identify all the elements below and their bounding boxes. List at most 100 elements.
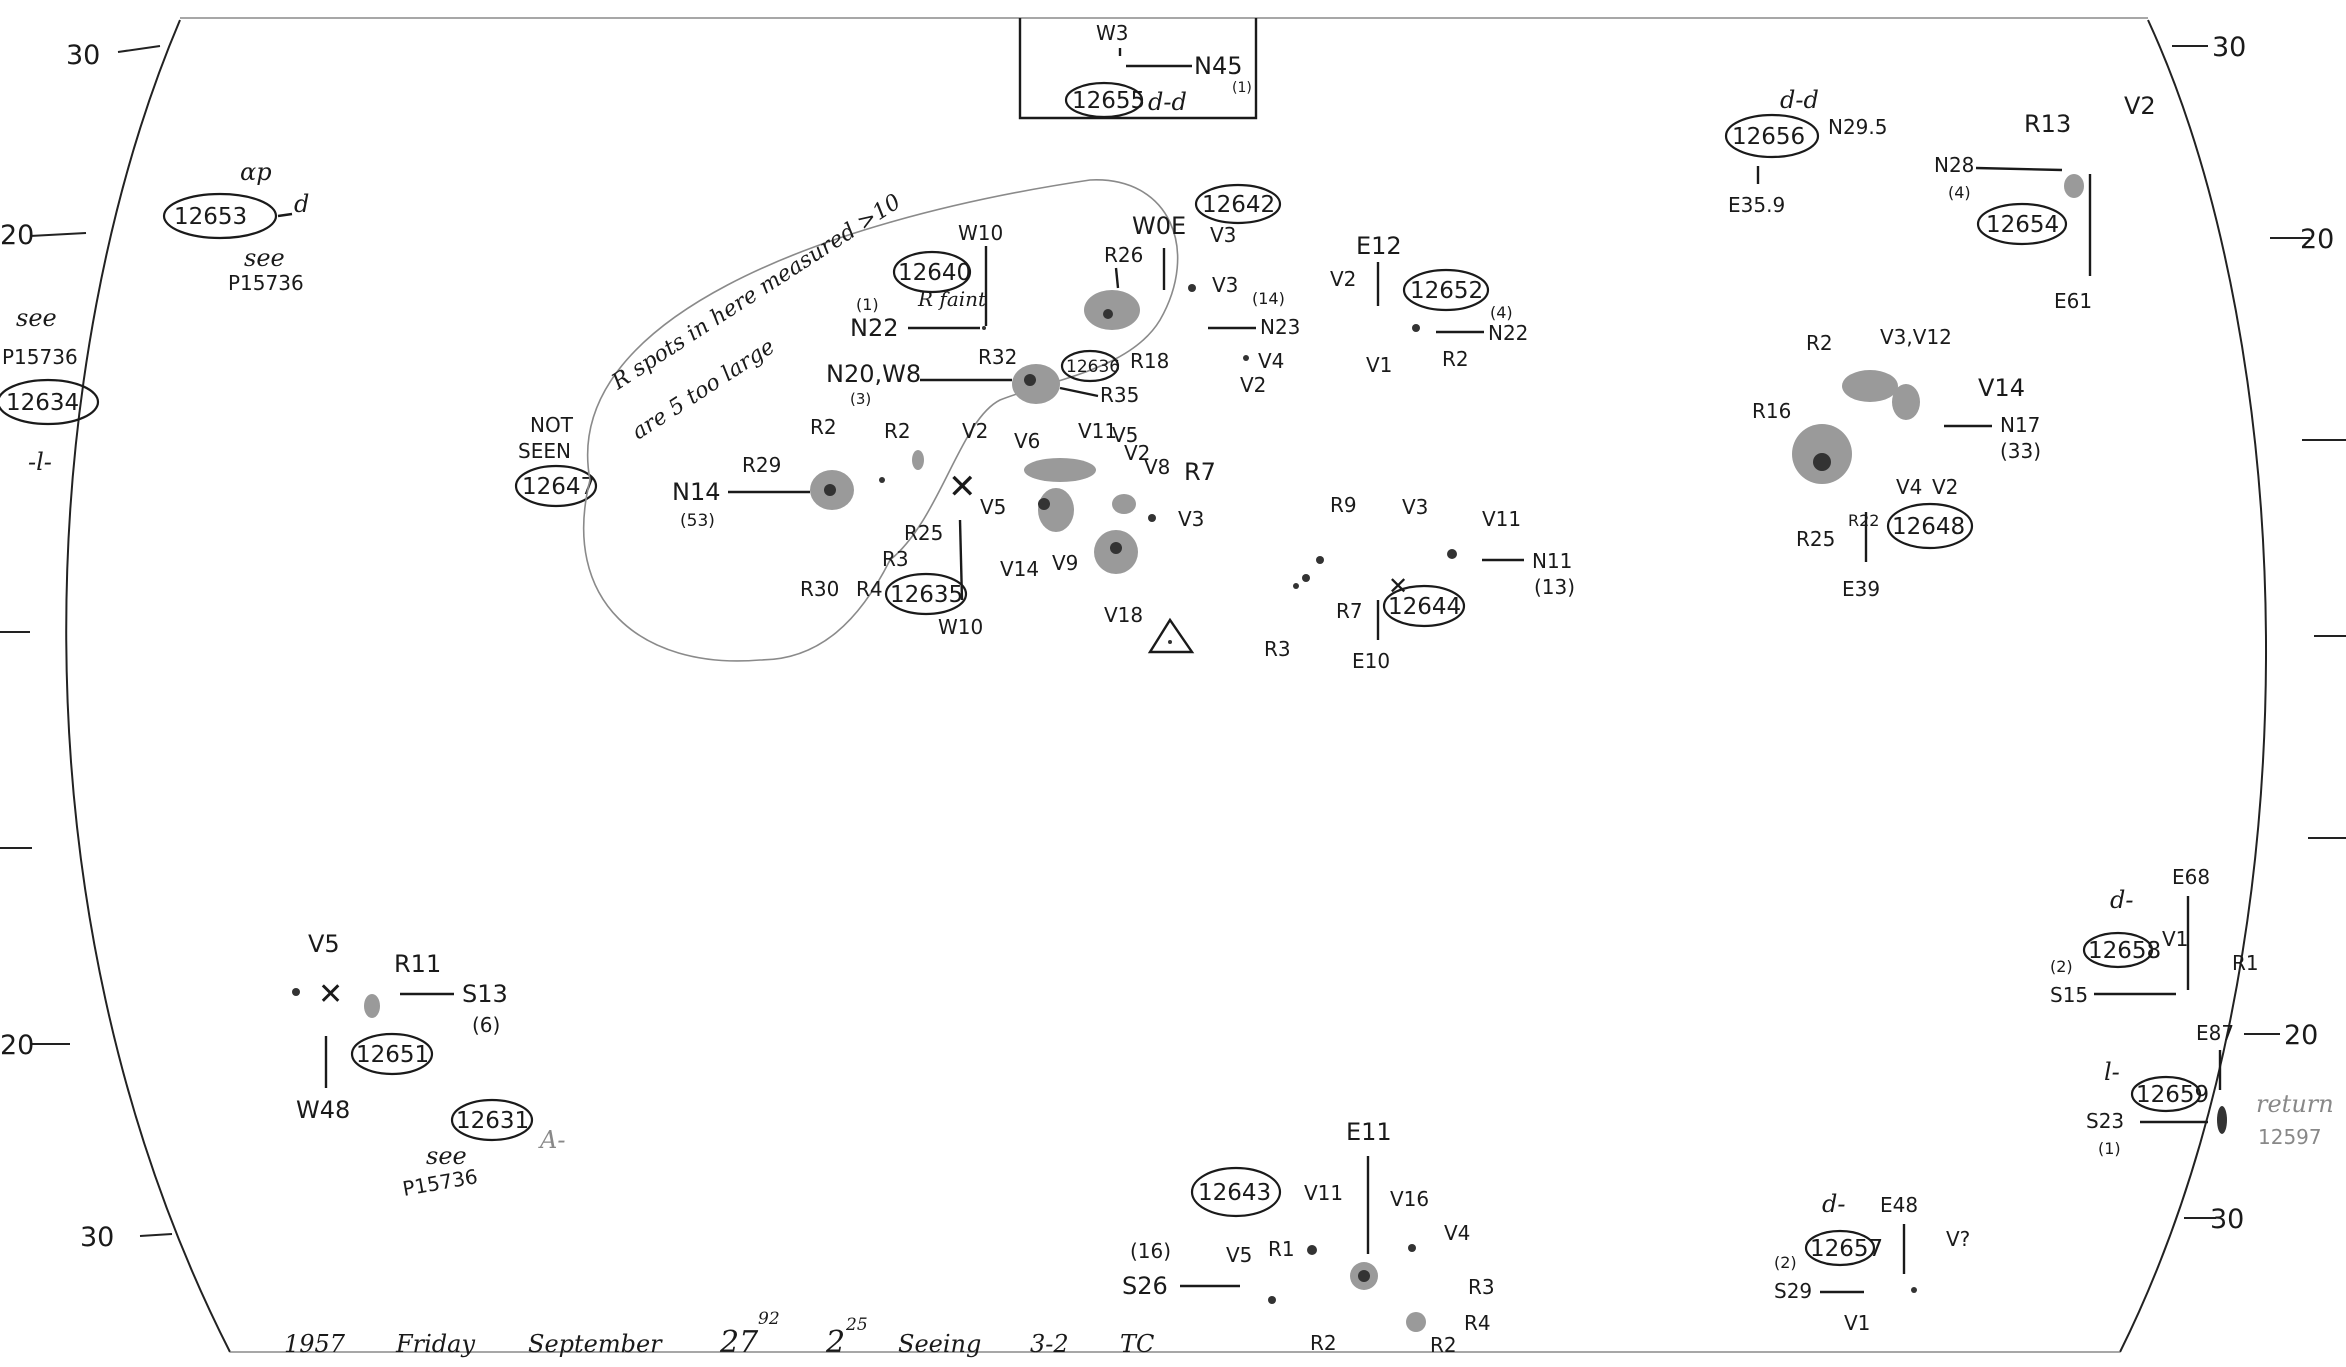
svg-text:V3: V3	[1212, 273, 1238, 297]
scale-right-30-top: 30	[2212, 32, 2246, 63]
svg-text:αp: αp	[240, 158, 272, 186]
svg-text:l-: l-	[2104, 1058, 2120, 1086]
svg-text:V1: V1	[2162, 927, 2188, 951]
region-12659: E87 l- 12659 S23 (1) return 12597	[2086, 1021, 2334, 1158]
svg-text:N45: N45	[1194, 52, 1243, 80]
svg-text:Friday: Friday	[395, 1330, 475, 1358]
svg-text:N14: N14	[672, 478, 721, 506]
svg-text:V18: V18	[1104, 603, 1143, 627]
scale-left-20-top: 20	[0, 220, 34, 251]
svg-text:R32: R32	[978, 345, 1017, 369]
svg-text:(3): (3)	[850, 390, 871, 408]
svg-text:see: see	[16, 304, 57, 332]
svg-text:3-2: 3-2	[1030, 1330, 1069, 1358]
scale-left-30-top: 30	[66, 40, 100, 71]
svg-text:✕: ✕	[948, 467, 977, 507]
svg-text:R30: R30	[800, 577, 839, 601]
svg-text:V11: V11	[1304, 1181, 1343, 1205]
svg-text:R29: R29	[742, 453, 781, 477]
svg-text:V1: V1	[1366, 353, 1392, 377]
solar-limb-left	[65, 19, 231, 1353]
svg-text:TC: TC	[1120, 1330, 1154, 1358]
svg-text:V5: V5	[980, 495, 1006, 519]
svg-text:N22: N22	[850, 314, 899, 342]
svg-text:12642: 12642	[1202, 192, 1275, 218]
svg-text:V2: V2	[1932, 475, 1958, 499]
svg-text:12597: 12597	[2258, 1125, 2322, 1149]
svg-text:(14): (14)	[1252, 289, 1285, 308]
svg-text:P15736: P15736	[228, 271, 304, 295]
svg-text:(13): (13)	[1534, 575, 1575, 599]
region-12658: d- E68 (2) 12658 V1 R1 S15	[2050, 865, 2259, 1007]
svg-text:P15736: P15736	[401, 1164, 480, 1201]
svg-text:(1): (1)	[1232, 80, 1252, 96]
svg-text:September: September	[528, 1330, 663, 1358]
svg-text:d-: d-	[2110, 886, 2133, 914]
svg-text:12655: 12655	[1072, 88, 1145, 114]
svg-text:W3: W3	[1096, 21, 1129, 45]
svg-text:R11: R11	[394, 950, 441, 978]
svg-text:(16): (16)	[1130, 1239, 1171, 1263]
svg-text:Seeing: Seeing	[898, 1330, 981, 1358]
svg-text:E61: E61	[2054, 289, 2092, 313]
svg-text:(6): (6)	[472, 1013, 500, 1037]
svg-text:2: 2	[825, 1325, 845, 1360]
svg-text:12648: 12648	[1892, 514, 1965, 540]
tick-left-30-bottom	[139, 1233, 173, 1237]
svg-text:E48: E48	[1880, 1193, 1918, 1217]
svg-text:V?: V?	[1946, 1227, 1970, 1251]
svg-text:see: see	[244, 244, 285, 272]
svg-text:V4: V4	[1896, 475, 1922, 499]
svg-text:V4: V4	[1444, 1221, 1470, 1245]
svg-text:R16: R16	[1752, 399, 1791, 423]
svg-text:✕: ✕	[318, 977, 343, 1012]
svg-text:12640: 12640	[898, 260, 971, 286]
region-12636: N20,W8 (3) R32 12636 R35 R18	[826, 345, 1169, 408]
svg-text:R26: R26	[1104, 243, 1143, 267]
svg-text:V2: V2	[1330, 267, 1356, 291]
svg-text:E35.9: E35.9	[1728, 193, 1785, 217]
svg-text:return: return	[2256, 1090, 2334, 1118]
svg-text:V14: V14	[1000, 557, 1039, 581]
region-12643: E11 12643 V11 V16 (16) V5 R1 S26 V4 R3 R…	[1122, 1118, 1495, 1357]
svg-text:R3: R3	[1264, 637, 1291, 661]
svg-text:N29.5: N29.5	[1828, 115, 1888, 139]
tick-left-20-top	[29, 232, 87, 237]
svg-text:N20,W8: N20,W8	[826, 360, 921, 388]
svg-text:12647: 12647	[522, 474, 595, 500]
svg-text:R3: R3	[882, 547, 909, 571]
svg-text:R9: R9	[1330, 493, 1357, 517]
svg-text:SEEN: SEEN	[518, 439, 571, 463]
svg-text:12634: 12634	[6, 390, 79, 416]
svg-text:12636: 12636	[1066, 357, 1120, 377]
svg-text:E87: E87	[2196, 1021, 2234, 1045]
svg-text:E12: E12	[1356, 232, 1402, 260]
svg-text:V14: V14	[1978, 374, 2025, 402]
svg-text:12635: 12635	[890, 582, 963, 608]
region-12642: W0E 12642 V3 R26 V3 (14) N23 V4 V2	[1084, 183, 1300, 397]
svg-text:R2: R2	[884, 419, 911, 443]
svg-text:N28: N28	[1934, 153, 1974, 177]
svg-text:R2: R2	[1806, 331, 1833, 355]
scale-left-30-bottom: 30	[80, 1222, 114, 1253]
svg-text:N23: N23	[1260, 315, 1300, 339]
svg-text:(2): (2)	[1774, 1253, 1797, 1272]
svg-text:12651: 12651	[356, 1042, 429, 1068]
svg-text:V5: V5	[308, 930, 340, 958]
region-12631: 12631 A- see P15736	[401, 1098, 565, 1201]
svg-text:V5: V5	[1226, 1243, 1252, 1267]
region-12651: V5 ✕ R11 S13 (6) 12651 W48	[292, 930, 508, 1124]
footer-date-line: 1957 Friday September 27 92 2 25 Seeing …	[284, 1309, 1154, 1360]
svg-text:R25: R25	[1796, 527, 1835, 551]
svg-text:(4): (4)	[1490, 303, 1513, 322]
region-12634: see P15736 12634 -l-	[0, 304, 100, 476]
svg-text:N22: N22	[1488, 321, 1528, 345]
svg-text:R1: R1	[1268, 1237, 1295, 1261]
svg-text:see: see	[426, 1142, 467, 1170]
svg-text:12656: 12656	[1732, 124, 1805, 150]
svg-text:V8: V8	[1144, 455, 1170, 479]
svg-text:12654: 12654	[1986, 212, 2059, 238]
svg-text:V3: V3	[1402, 495, 1428, 519]
svg-text:(1): (1)	[2098, 1139, 2121, 1158]
svg-text:12657: 12657	[1810, 1236, 1883, 1262]
